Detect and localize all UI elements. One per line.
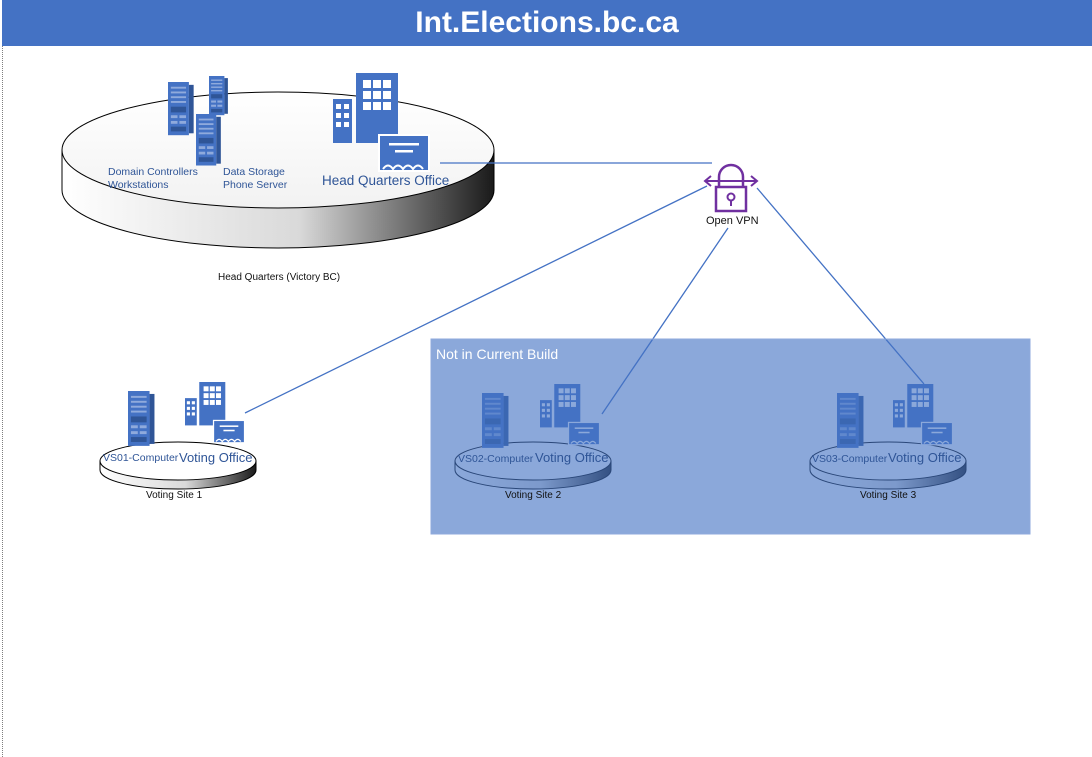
link-vpn-site1 [244, 185, 708, 414]
vs01-server-icon [128, 391, 155, 446]
domain-controller-server-icon [168, 82, 194, 136]
site1-office-label: Voting Office [179, 450, 253, 465]
site3-computer-label: VS03-Computer [812, 453, 888, 465]
data-storage-server-icon [209, 76, 228, 116]
domain-controllers-label: Domain Controllers [108, 166, 198, 178]
vpn-label: Open VPN [706, 215, 759, 227]
diagram-title: Int.Elections.bc.ca [415, 6, 679, 39]
voting-office-building-icon [184, 381, 246, 444]
site2-computer-label: VS02-Computer [458, 453, 534, 465]
title-bar: Int.Elections.bc.ca [2, 0, 1092, 46]
hq-caption: Head Quarters (Victory BC) [218, 272, 341, 283]
not-in-current-build-overlay [430, 338, 1031, 535]
page-border [2, 46, 3, 757]
site1-computer-label: VS01-Computer [103, 452, 179, 464]
phone-server-icon [196, 114, 221, 166]
site2-office-label: Voting Office [535, 450, 609, 465]
site1-caption: Voting Site 1 [146, 490, 203, 501]
hq-office-label: Head Quarters Office [322, 173, 450, 188]
site2-caption: Voting Site 2 [505, 490, 562, 501]
workstations-label: Workstations [108, 179, 169, 191]
site3-office-label: Voting Office [888, 450, 962, 465]
vpn-lock-icon [703, 163, 759, 213]
data-storage-label: Data Storage [223, 166, 285, 178]
site3-caption: Voting Site 3 [860, 490, 917, 501]
not-in-current-build-label: Not in Current Build [436, 346, 559, 362]
site1-platform [99, 441, 257, 490]
phone-server-label: Phone Server [223, 179, 288, 191]
